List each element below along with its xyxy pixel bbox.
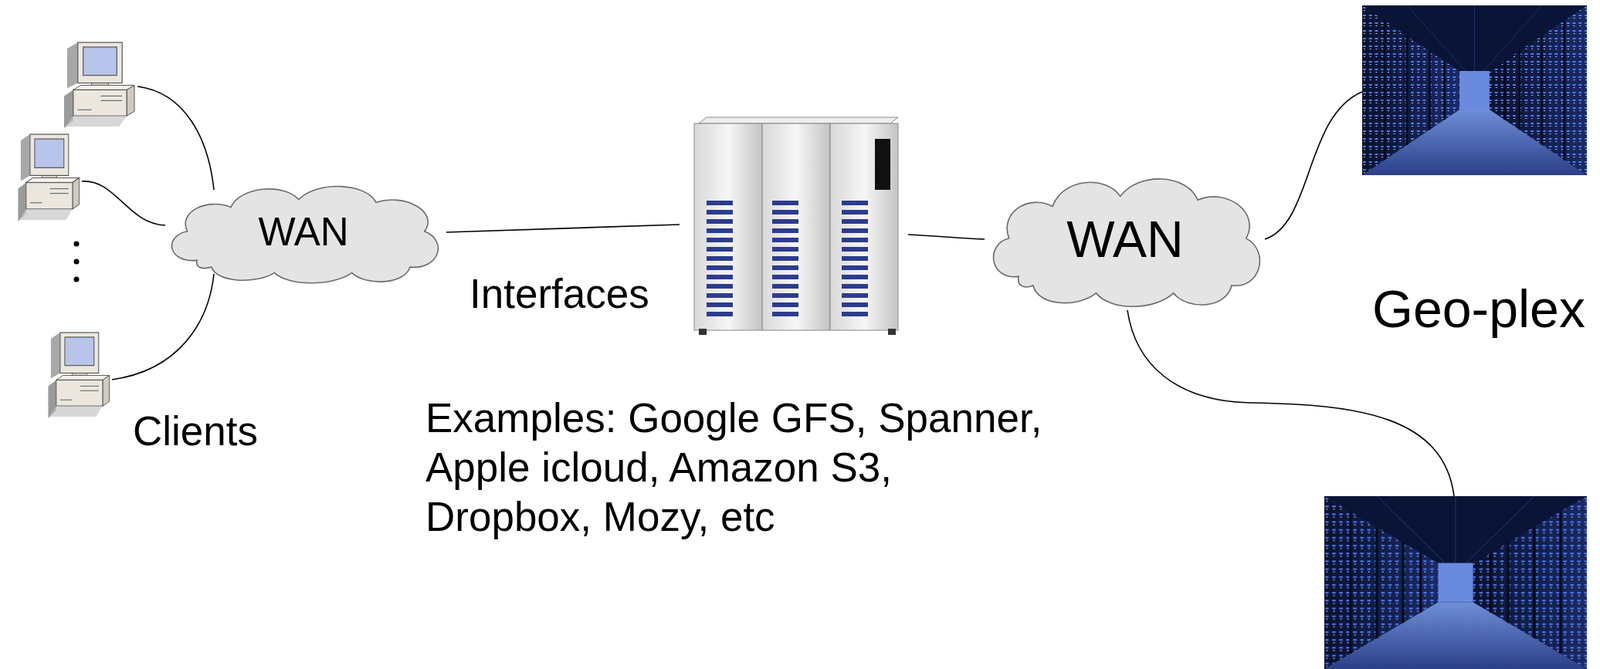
node-text: WAN	[257, 208, 349, 256]
client-computer	[47, 332, 109, 419]
cloud-shape	[172, 186, 439, 284]
client-computer	[64, 42, 135, 129]
node-text: WAN	[1066, 209, 1184, 271]
datacenter-photo	[1324, 496, 1587, 669]
group-label: Clients	[132, 406, 258, 457]
label-text: Examples: Google GFS, Spanner, Apple icl…	[425, 395, 1042, 540]
server-cabinets	[694, 117, 899, 336]
link-label: Interfaces	[469, 269, 650, 319]
label-text: Interfaces	[469, 271, 650, 317]
examples-note: Examples: Google GFS, Spanner, Apple icl…	[425, 393, 1059, 543]
cloud-shape	[993, 179, 1261, 307]
datacenter-photo	[1362, 5, 1587, 176]
wan-cloud: WAN	[979, 168, 1271, 312]
label-text: Geo-plex	[1372, 279, 1586, 339]
ellipsis-dots	[74, 241, 80, 283]
label-text: Clients	[132, 408, 258, 455]
wan-cloud: WAN	[158, 178, 449, 287]
group-label: Geo-plex	[1372, 277, 1586, 341]
client-computer	[17, 134, 79, 222]
